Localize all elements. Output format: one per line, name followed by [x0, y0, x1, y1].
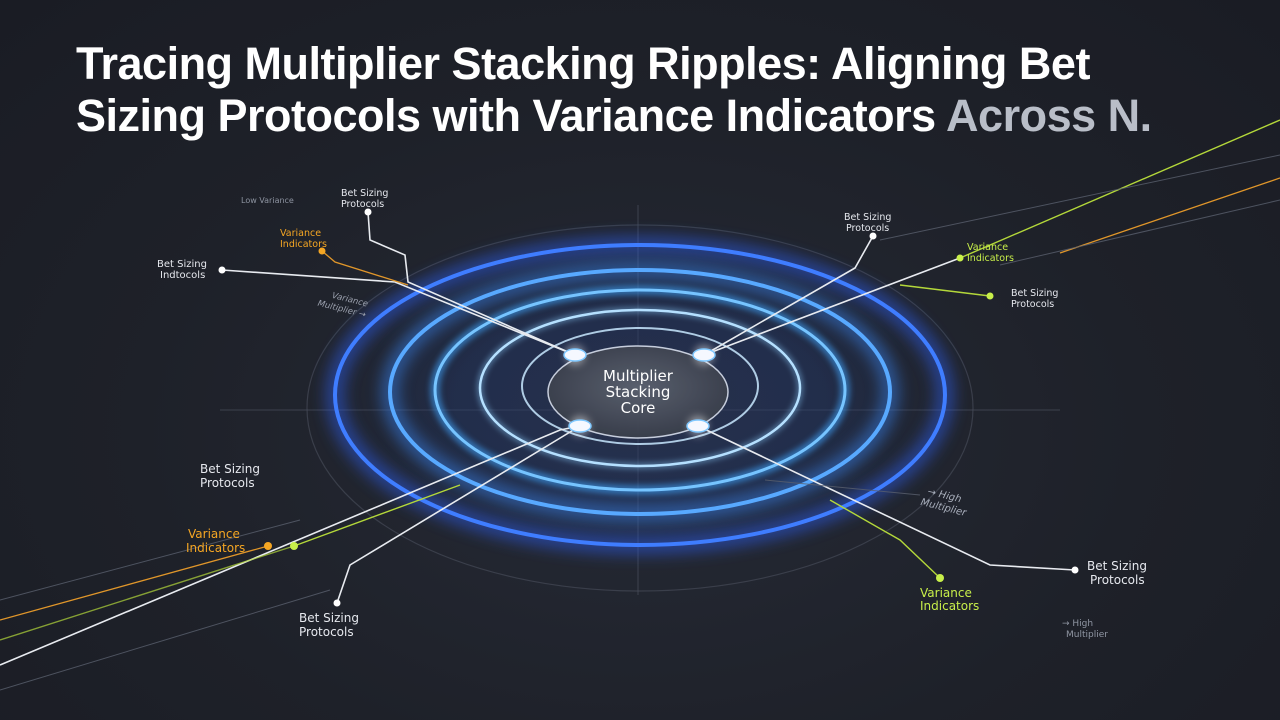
dot-bsp-right-low	[1071, 566, 1079, 574]
connector-lime-bottom-right	[829, 499, 941, 579]
core-label: Multiplier Stacking Core	[603, 367, 674, 417]
title-main: Tracing Multiplier Stacking Ripples: Ali…	[76, 38, 1090, 141]
label-bsp-left-low-2: Protocols	[200, 476, 255, 490]
core-node-3	[568, 419, 592, 433]
ripple-ring-1	[333, 243, 947, 547]
ripple-ring-5	[521, 327, 759, 445]
faint-diagonal-5	[764, 479, 921, 496]
dot-bsp-right-mid	[986, 292, 994, 300]
core-node-2	[692, 348, 716, 362]
connector-orange-long-left	[0, 545, 269, 621]
label-vi-bottom-right-1: Variance	[920, 586, 972, 600]
endpoint-dots	[218, 208, 1079, 607]
connector-orange-top-right	[1059, 177, 1280, 254]
label-vi-top-left-2: Indicators	[280, 239, 327, 250]
connector-bsp-bottom	[336, 425, 581, 604]
label-bsp-right-mid-1: Bet Sizing	[1011, 288, 1058, 299]
label-var-mult: Variance Multiplier →	[316, 291, 368, 320]
dot-bsp-left	[218, 266, 226, 274]
connector-lime-left-low	[293, 484, 461, 547]
label-high-mult-1: → High Multiplier	[919, 486, 968, 519]
page-title: Tracing Multiplier Stacking Ripples: Ali…	[76, 38, 1226, 142]
label-high-mult-2-line1: → High	[1062, 619, 1093, 629]
faint-diagonal-1	[879, 154, 1280, 241]
connector-lime-right-mid	[899, 284, 991, 297]
connector-vi-top-right	[703, 257, 961, 356]
connector-bsp-left	[221, 269, 576, 356]
label-bsp-left-1: Bet Sizing	[157, 259, 207, 270]
faint-diagonal-4	[0, 589, 331, 691]
core-label-line1: Multiplier	[603, 367, 674, 385]
ripple-ring-4	[478, 308, 802, 468]
faint-diagonal-3	[0, 519, 301, 601]
label-vi-top-left-1: Variance	[280, 228, 321, 239]
outer-faint-ring	[306, 224, 974, 592]
connector-orange-top-left	[321, 250, 409, 286]
connector-bsp-top-right	[703, 235, 874, 356]
label-bsp-top-right-1: Bet Sizing	[844, 212, 891, 223]
faint-diagonal-2	[999, 199, 1280, 266]
core-node-4	[686, 419, 710, 433]
label-vi-bottom-right-2: Indicators	[920, 599, 979, 613]
label-vi-left-low-1: Variance	[188, 527, 240, 541]
label-bsp-right-low-1: Bet Sizing	[1087, 559, 1147, 573]
dot-vi-left-low-lime	[290, 542, 298, 550]
core-label-line2: Stacking	[606, 383, 671, 401]
label-vi-top-right-2: Indicators	[967, 253, 1014, 264]
label-bsp-bottom-1: Bet Sizing	[299, 611, 359, 625]
label-vi-top-right-1: Variance	[967, 242, 1008, 253]
title-faded: Across N.	[946, 90, 1152, 141]
faint-diagonals	[0, 154, 1280, 691]
dot-vi-bottom-right	[936, 574, 944, 582]
connector-lines-orange	[0, 177, 1280, 621]
core-disc	[547, 345, 729, 439]
ripple-ring-2	[388, 268, 892, 516]
ripple-ring-3	[433, 288, 847, 492]
connector-lime-long-left	[0, 545, 295, 641]
label-bsp-bottom-2: Protocols	[299, 625, 354, 639]
core-node-1	[563, 348, 587, 362]
connector-bsp-top-left	[367, 211, 576, 356]
ripple-rings	[327, 237, 953, 553]
label-bsp-right-low-2: Protocols	[1090, 573, 1145, 587]
label-bsp-left-2: Indtocols	[160, 270, 205, 281]
label-bsp-top-left-2: Protocols	[341, 199, 384, 210]
peripheral-labels: Low Variance Bet Sizing Protocols Varian…	[157, 188, 1147, 640]
label-vi-left-low-2: Indicators	[186, 541, 245, 555]
connector-bsp-right-low	[697, 425, 1076, 571]
label-bsp-top-right-2: Protocols	[846, 223, 889, 234]
dot-bsp-top-left	[364, 208, 372, 216]
dot-vi-top-left	[318, 247, 326, 255]
label-bsp-right-mid-2: Protocols	[1011, 299, 1054, 310]
dot-bsp-bottom	[333, 599, 341, 607]
label-high-mult-2-line2: Multiplier	[1066, 630, 1108, 640]
label-low-variance: Low Variance	[241, 196, 294, 205]
dot-bsp-top-right	[869, 232, 877, 240]
dot-vi-left-low-orange	[264, 542, 272, 550]
core-label-line3: Core	[621, 399, 656, 417]
label-bsp-top-left-1: Bet Sizing	[341, 188, 388, 199]
dot-vi-top-right	[956, 254, 964, 262]
label-bsp-left-low-1: Bet Sizing	[200, 462, 260, 476]
core-nodes	[563, 345, 716, 436]
